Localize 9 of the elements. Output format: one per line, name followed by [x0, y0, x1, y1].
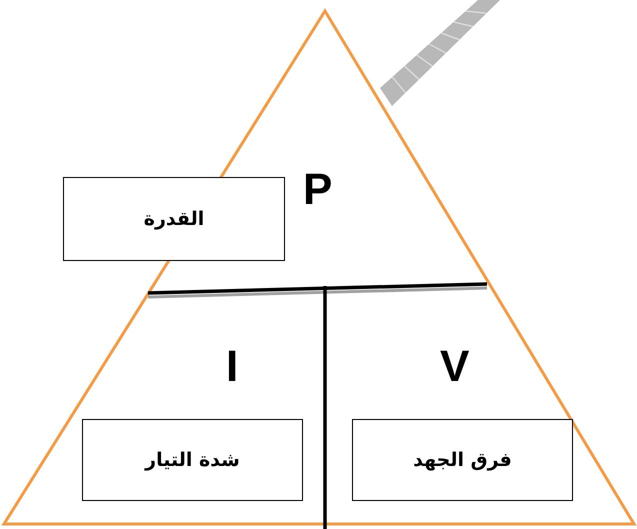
- label-box: [63, 177, 285, 261]
- symbol-letter: V: [440, 345, 470, 389]
- label-box: [82, 419, 303, 501]
- symbol-letter: P: [303, 168, 332, 212]
- term-text: شدة التيار: [145, 449, 240, 471]
- term-text: القدرة: [144, 208, 204, 230]
- symbol-letter: I: [226, 345, 238, 389]
- label-box: [352, 419, 573, 501]
- term-text: فرق الجهد: [413, 449, 512, 471]
